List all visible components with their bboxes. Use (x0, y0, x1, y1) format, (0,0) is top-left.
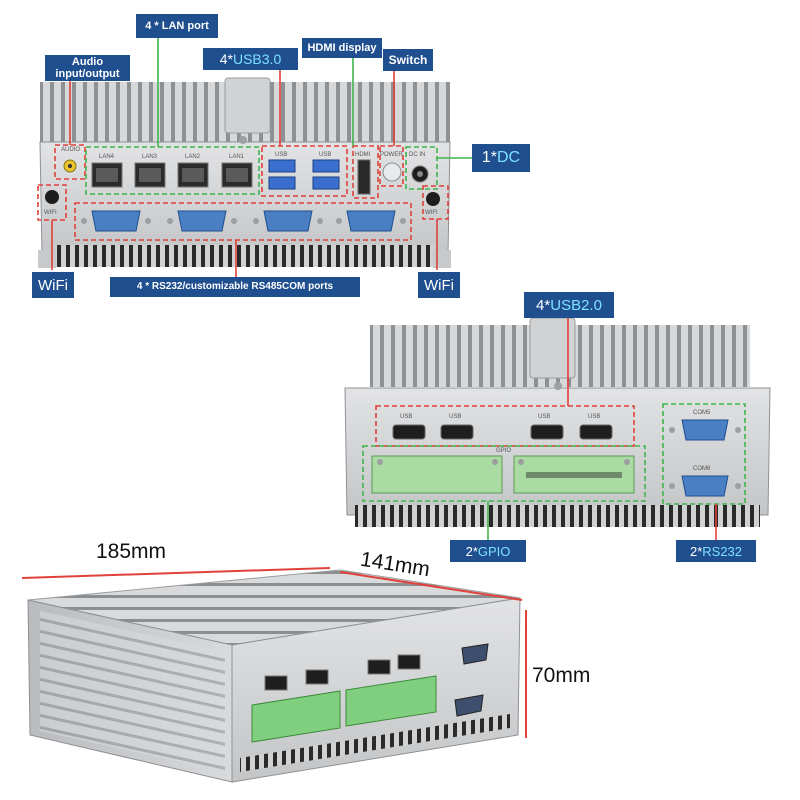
heatsink-center-block (224, 77, 271, 134)
usb2-ports (392, 424, 613, 440)
device-isometric-view (21, 567, 527, 783)
silk-usb-2a: USB (400, 414, 412, 420)
callouts-green (85, 146, 438, 195)
silk-lan4: LAN4 (99, 154, 115, 160)
label-com-ports-text: 4 * RS232/customizable RS485COM ports (136, 281, 334, 292)
iso-com-ports (454, 643, 489, 717)
label-hdmi-text: HDMI display (307, 41, 377, 54)
iso-vents (240, 714, 510, 772)
silk-wifi-right: WIFI (425, 210, 438, 216)
silk-power: POWER (380, 152, 403, 158)
rs232-ports-rear (669, 419, 741, 497)
label-switch-text: Switch (388, 53, 428, 67)
power-switch (382, 162, 402, 182)
label-usb2: 4*USB2.0 (524, 292, 614, 318)
dimension-height: 70mm (532, 664, 591, 687)
leader-lines-green (157, 38, 472, 159)
label-usb3-name: USB3.0 (232, 51, 282, 67)
dimension-lines (21, 567, 527, 738)
usb3-ports (268, 159, 340, 190)
iso-gpio (251, 675, 437, 743)
label-lan-text: 4 * LAN port (145, 19, 209, 32)
silk-gpio: GPIO (496, 448, 511, 454)
silk-lan3: LAN3 (142, 154, 158, 160)
silk-hdmi: HDMI (355, 152, 371, 158)
label-dc-count: 1* (481, 149, 497, 166)
foot-right (433, 250, 451, 268)
foot-left (38, 250, 56, 268)
label-gpio: 2*GPIO (450, 540, 526, 562)
label-usb2-name: USB2.0 (550, 296, 602, 314)
wifi-antenna-left (45, 190, 59, 204)
bottom-vents-2 (355, 505, 760, 527)
label-gpio-name: GPIO (477, 543, 511, 559)
label-usb3-count: 4* (219, 51, 233, 67)
label-audio: Audio input/output (45, 55, 130, 81)
label-lan: 4 * LAN port (136, 14, 218, 38)
label-wifi-right-text: WiFi (424, 276, 454, 294)
bottom-vents (55, 245, 435, 267)
callouts-red-2 (375, 405, 635, 447)
dimension-length: 185mm (96, 540, 167, 563)
label-wifi-left-text: WiFi (38, 276, 68, 294)
silk-com6: COM6 (693, 466, 711, 472)
label-usb3: 4*USB3.0 (203, 48, 298, 70)
screw (239, 136, 247, 144)
panel-silkscreen: AUDIO LAN4 LAN3 LAN2 LAN1 USB USB HDMI P… (44, 147, 438, 216)
label-audio-text: Audio input/output (55, 56, 120, 80)
label-wifi-right: WiFi (418, 272, 460, 298)
label-hdmi: HDMI display (302, 38, 382, 58)
wifi-antenna-right (426, 192, 440, 206)
label-rs232-count: 2* (689, 543, 703, 559)
silk-lan1: LAN1 (229, 154, 245, 160)
leader-lines-red (51, 69, 438, 277)
silk-usb-a: USB (275, 152, 287, 158)
label-wifi-left: WiFi (32, 272, 74, 298)
silk-com5: COM5 (693, 410, 711, 416)
label-usb2-count: 4* (536, 296, 551, 314)
device-rear-panel: USB USB USB USB GPIO COM5 COM6 (344, 317, 771, 540)
silk-dcin: DC IN (409, 152, 425, 158)
label-switch: Switch (383, 49, 433, 71)
silk-usb-2c: USB (538, 414, 550, 420)
device-front-panel: AUDIO LAN4 LAN3 LAN2 LAN1 USB USB HDMI P… (37, 38, 472, 277)
silk-audio: AUDIO (61, 147, 80, 153)
label-com-ports: 4 * RS232/customizable RS485COM ports (110, 277, 360, 297)
label-dc: 1*DC (472, 144, 530, 172)
silk-usb-2d: USB (588, 414, 600, 420)
label-rs232: 2*RS232 (676, 540, 756, 562)
lan-ports (91, 162, 253, 188)
silk-usb-b: USB (319, 152, 331, 158)
label-rs232-name: RS232 (702, 543, 743, 559)
iso-usb-ports (264, 654, 421, 691)
callouts-red (37, 144, 449, 241)
side-fins (40, 610, 225, 772)
gpio-terminals (371, 455, 635, 494)
com-ports-row (81, 210, 406, 232)
callouts-green-2 (362, 403, 746, 505)
silk-wifi-left: WIFI (44, 210, 57, 216)
silk-usb-2b: USB (449, 414, 461, 420)
rear-silkscreen: USB USB USB USB GPIO COM5 COM6 (400, 410, 711, 472)
silk-lan2: LAN2 (185, 154, 201, 160)
label-dc-name: DC (497, 149, 521, 166)
label-gpio-count: 2* (465, 543, 478, 559)
hdmi-port (357, 159, 371, 195)
